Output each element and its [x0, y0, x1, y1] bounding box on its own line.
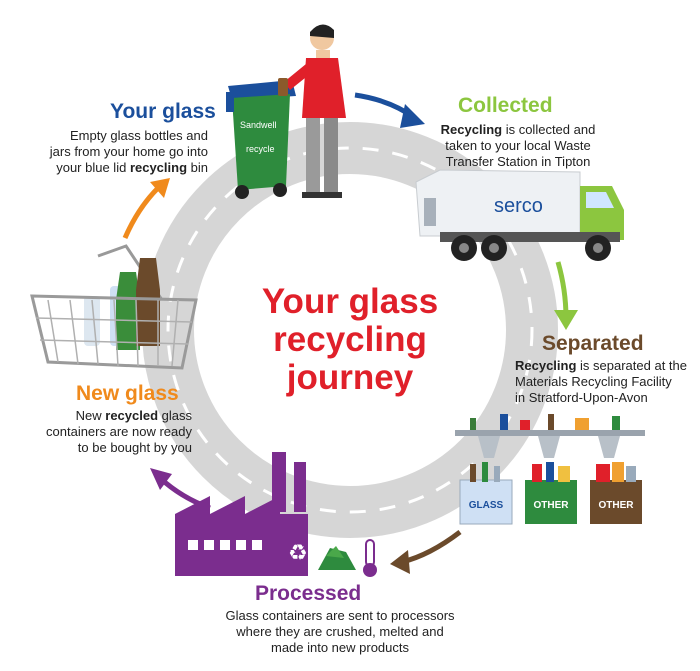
other-bin-1: OTHER: [525, 462, 577, 524]
your-glass-title: Your glass: [110, 100, 216, 123]
collection-truck: serco: [415, 169, 624, 261]
new-glass-desc-line-1: New recycled glass: [75, 408, 192, 423]
collected-title: Collected: [458, 94, 553, 117]
crushed-glass-icon: [318, 546, 356, 570]
sorting-conveyor: [455, 414, 645, 458]
other-bin-2: OTHER: [590, 462, 642, 524]
your-glass-desc-line-1: Empty glass bottles and: [69, 128, 208, 143]
separated-title: Separated: [542, 332, 644, 355]
separated-desc-line-2: Materials Recycling Facility: [515, 374, 672, 389]
collected-desc-line-3: Transfer Station in Tipton: [445, 154, 591, 169]
title-line-3: journey: [286, 358, 414, 397]
collected-desc-line-1: Recycling is collected and: [440, 122, 596, 137]
title-line-1: Your glass: [261, 282, 439, 321]
truck-brand-text: serco: [494, 195, 543, 217]
other-bin-2-label: OTHER: [599, 500, 635, 511]
page-title: Your glass recycling journey: [205, 283, 495, 397]
glass-bin-label: GLASS: [469, 500, 504, 511]
arrow-to-separated: [554, 261, 578, 330]
factory: ♻: [175, 452, 308, 576]
your-glass-desc-line-3: your blue lid recycling bin: [56, 160, 208, 175]
new-glass-description: New recycled glass containers are now re…: [34, 408, 192, 456]
new-glass-desc-line-3: to be bought by you: [77, 440, 192, 455]
new-glass-title: New glass: [76, 382, 179, 405]
road-ring: [142, 122, 558, 538]
collected-desc-line-2: taken to your local Waste: [445, 138, 591, 153]
glass-bin: GLASS: [459, 462, 513, 525]
arrow-to-processed: [390, 530, 462, 574]
bin-brand-text: Sandwell: [240, 120, 277, 130]
arrow-to-your-glass: [122, 178, 170, 239]
separated-desc-line-3: in Stratford-Upon-Avon: [515, 390, 648, 405]
person: [278, 24, 346, 198]
shopping-basket: [30, 244, 198, 370]
processed-description: Glass containers are sent to processors …: [175, 608, 505, 656]
processed-desc-line-1: Glass containers are sent to processors: [225, 608, 455, 623]
bin-label-text: recycle: [246, 144, 275, 154]
processed-desc-line-3: made into new products: [270, 640, 410, 655]
thermometer-icon: [363, 539, 377, 577]
separated-description: Recycling is separated at the Materials …: [515, 358, 695, 406]
arrow-to-collected: [354, 92, 425, 128]
recycle-icon: ♻: [288, 540, 308, 565]
collected-description: Recycling is collected and taken to your…: [418, 122, 618, 170]
your-glass-description: Empty glass bottles and jars from your h…: [40, 128, 208, 176]
processed-title: Processed: [255, 582, 362, 605]
your-glass-desc-line-2: jars from your home go into: [49, 144, 208, 159]
separated-desc-line-1: Recycling is separated at the: [515, 358, 687, 373]
other-bin-1-label: OTHER: [534, 500, 570, 511]
new-glass-desc-line-2: containers are now ready: [46, 424, 192, 439]
title-line-2: recycling: [273, 320, 427, 359]
processed-desc-line-2: where they are crushed, melted and: [236, 624, 444, 639]
